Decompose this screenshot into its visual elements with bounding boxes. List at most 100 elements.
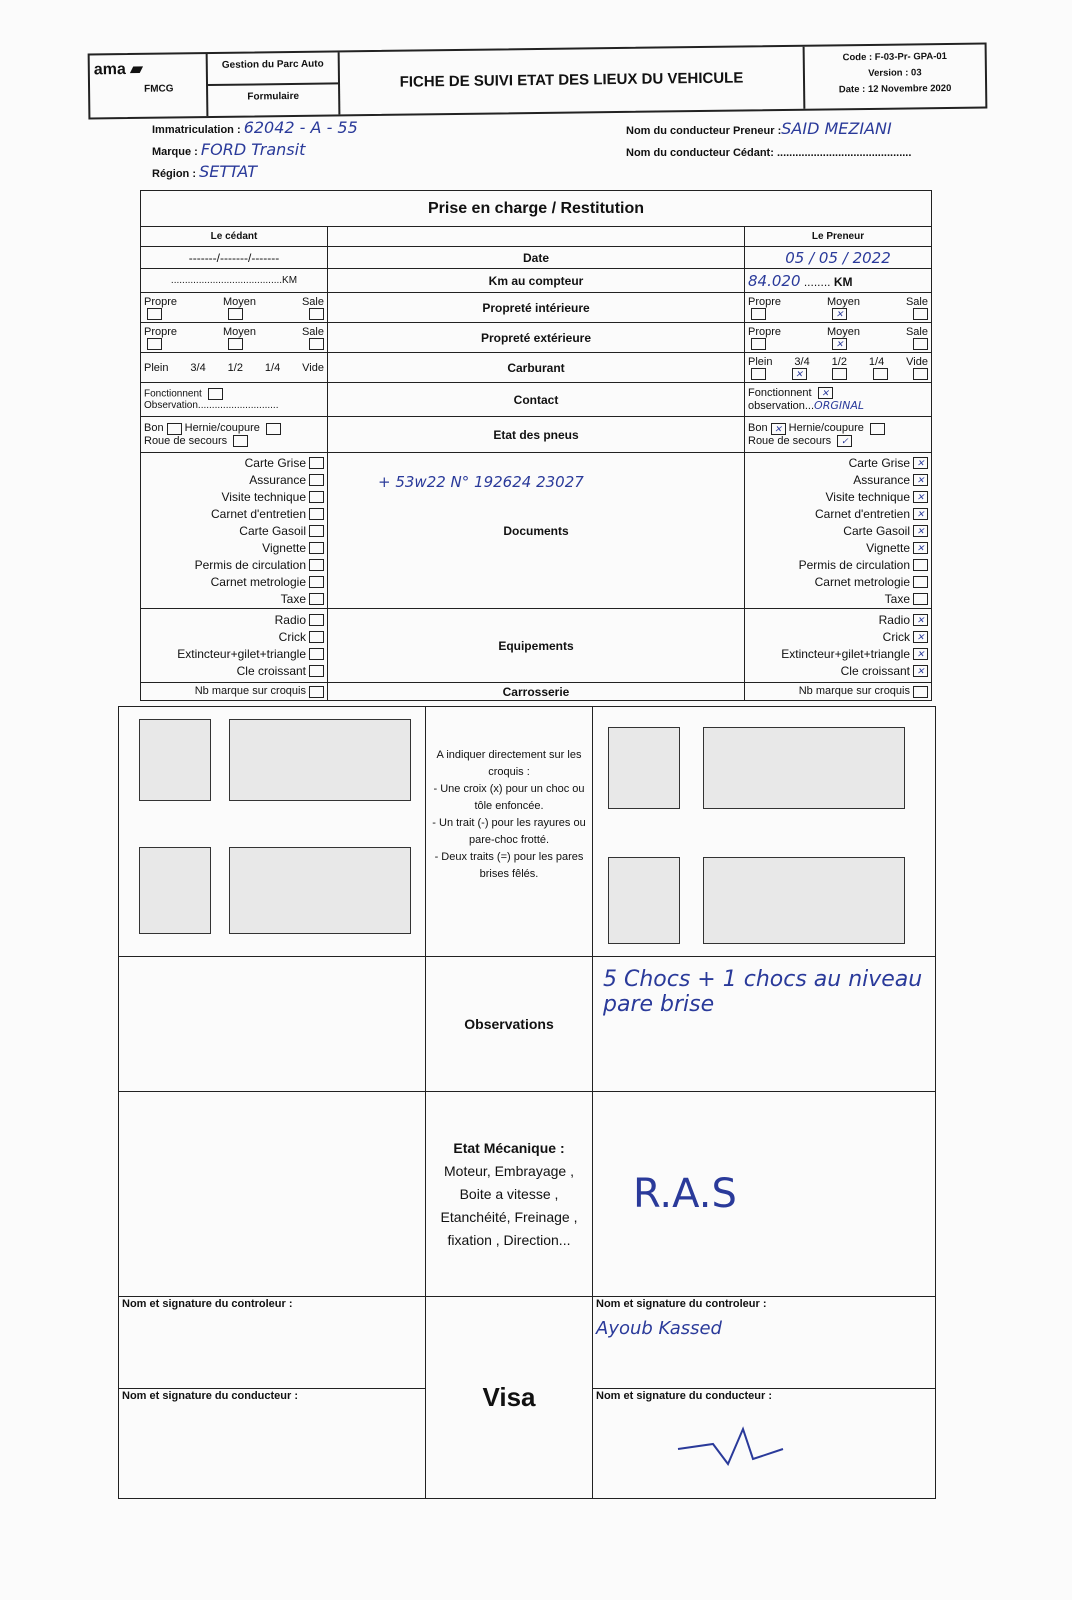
- conducteur-right-label: Nom et signature du conducteur :: [596, 1390, 773, 1402]
- item-label: Radio: [274, 613, 306, 627]
- immat-label: Immatriculation :: [152, 124, 241, 136]
- checkbox[interactable]: [309, 558, 324, 571]
- checkbox-checked[interactable]: ✕: [832, 307, 847, 320]
- list-item: Cle croissant✕: [748, 663, 928, 680]
- checkbox[interactable]: [207, 388, 223, 400]
- fuel-3-4: 3/4: [794, 355, 810, 368]
- item-label: Visite technique: [221, 489, 306, 504]
- checkbox[interactable]: [751, 337, 766, 350]
- opt-moyen: Moyen: [222, 295, 257, 308]
- documents-note: + 53w22 N° 192624 23027: [378, 473, 584, 491]
- checkbox[interactable]: [309, 541, 324, 554]
- opt-sale: Sale: [905, 295, 928, 308]
- checkbox-checked[interactable]: ✕: [913, 614, 928, 626]
- opt-sale: Sale: [301, 295, 324, 308]
- checkbox[interactable]: [309, 665, 324, 677]
- checkbox-checked[interactable]: ✕: [770, 422, 786, 435]
- cedant-value: ........................................…: [776, 147, 912, 159]
- checkbox[interactable]: [228, 307, 243, 320]
- page-title: FICHE DE SUIVI ETAT DES LIEUX DU VEHICUL…: [339, 46, 806, 115]
- checkbox[interactable]: [913, 592, 928, 605]
- checkbox-checked[interactable]: ✕: [791, 367, 807, 380]
- list-item: Crick✕: [748, 629, 928, 646]
- row-prop-ext: Propreté extérieure: [327, 322, 745, 353]
- checkbox[interactable]: [872, 367, 888, 380]
- list-item: Carte Grise: [144, 454, 324, 471]
- checkbox-checked[interactable]: ✕: [913, 473, 928, 486]
- checkbox[interactable]: [265, 422, 281, 435]
- visa-label: Visa: [425, 1296, 593, 1499]
- preneur-equipements: Radio✕Crick✕Extincteur+gilet+triangle✕Cl…: [744, 608, 932, 683]
- checkbox-checked[interactable]: ✕: [913, 665, 928, 677]
- checkbox[interactable]: [233, 434, 249, 447]
- checkbox[interactable]: [309, 473, 324, 486]
- marque-label: Marque :: [152, 146, 198, 158]
- lower-table: A indiquer directement sur les croquis :…: [118, 706, 936, 1499]
- checkbox-checked[interactable]: ✕: [913, 648, 928, 660]
- checkbox[interactable]: [309, 631, 324, 643]
- checkbox[interactable]: [832, 367, 847, 380]
- checkbox[interactable]: [147, 337, 162, 350]
- checkbox[interactable]: [913, 575, 928, 588]
- checkbox[interactable]: [309, 614, 324, 626]
- observation-value: ORGINAL: [814, 399, 864, 413]
- checkbox-checked[interactable]: ✕: [832, 337, 847, 350]
- list-item: Taxe: [144, 590, 324, 607]
- checkbox-checked[interactable]: ✓: [837, 434, 853, 447]
- item-label: Taxe: [280, 591, 306, 606]
- checkbox-checked[interactable]: ✕: [913, 524, 928, 537]
- bon-label: Bon: [144, 422, 164, 435]
- checkbox[interactable]: [913, 337, 928, 350]
- mecanique-title: Etat Mécanique :: [453, 1139, 565, 1156]
- checkbox[interactable]: [147, 307, 162, 320]
- row-equipements: Equipements: [327, 608, 745, 683]
- checkbox[interactable]: [309, 337, 324, 350]
- list-item: Extincteur+gilet+triangle✕: [748, 646, 928, 663]
- sketch-right: [592, 706, 936, 957]
- conducteur-left-label: Nom et signature du conducteur :: [118, 1388, 426, 1499]
- checkbox[interactable]: [309, 685, 324, 698]
- observation-right: observation...: [748, 400, 815, 413]
- checkbox[interactable]: [309, 592, 324, 605]
- list-item: Carnet d'entretien✕: [748, 505, 928, 522]
- observation-left: Observation.............................: [144, 400, 279, 411]
- checkbox-checked[interactable]: ✕: [913, 541, 928, 554]
- form-header: ama ▰FMCG Gestion du Parc Auto Formulair…: [87, 42, 988, 120]
- van-side-sketch: [703, 857, 905, 944]
- bon-label: Bon: [748, 422, 768, 435]
- checkbox[interactable]: [913, 367, 928, 380]
- checkbox[interactable]: [913, 685, 928, 698]
- checkbox[interactable]: [309, 307, 324, 320]
- checkbox[interactable]: [751, 367, 766, 380]
- item-label: Assurance: [249, 472, 306, 487]
- item-label: Cle croissant: [236, 664, 306, 678]
- doc-type: Formulaire: [247, 90, 300, 103]
- cedant-km: ........................................…: [140, 268, 328, 293]
- checkbox-checked[interactable]: ✕: [913, 456, 928, 469]
- checkbox[interactable]: [869, 422, 885, 435]
- van-front-sketch: [608, 727, 680, 809]
- checkbox[interactable]: [309, 648, 324, 660]
- checkbox[interactable]: [751, 307, 766, 320]
- van-front-sketch: [139, 719, 211, 801]
- preneur-documents: Carte Grise✕Assurance✕Visite technique✕C…: [744, 452, 932, 609]
- checkbox-checked[interactable]: ✕: [913, 490, 928, 503]
- checkbox[interactable]: [309, 490, 324, 503]
- checkbox[interactable]: [228, 337, 243, 350]
- checkbox[interactable]: [309, 507, 324, 520]
- fonctionnent-label: Fonctionnent: [144, 388, 202, 400]
- checkbox[interactable]: [309, 456, 324, 469]
- checkbox[interactable]: [913, 307, 928, 320]
- checkbox[interactable]: [166, 422, 182, 435]
- opt-sale: Sale: [905, 325, 928, 338]
- checkbox[interactable]: [309, 524, 324, 537]
- row-pneus: Etat des pneus: [327, 416, 745, 453]
- checkbox-checked[interactable]: ✕: [913, 507, 928, 520]
- item-label: Carnet d'entretien: [814, 506, 910, 521]
- checkbox-checked[interactable]: ✕: [913, 631, 928, 643]
- checkbox[interactable]: [309, 575, 324, 588]
- checkbox-checked[interactable]: ✕: [817, 387, 833, 400]
- checkbox[interactable]: [913, 558, 928, 571]
